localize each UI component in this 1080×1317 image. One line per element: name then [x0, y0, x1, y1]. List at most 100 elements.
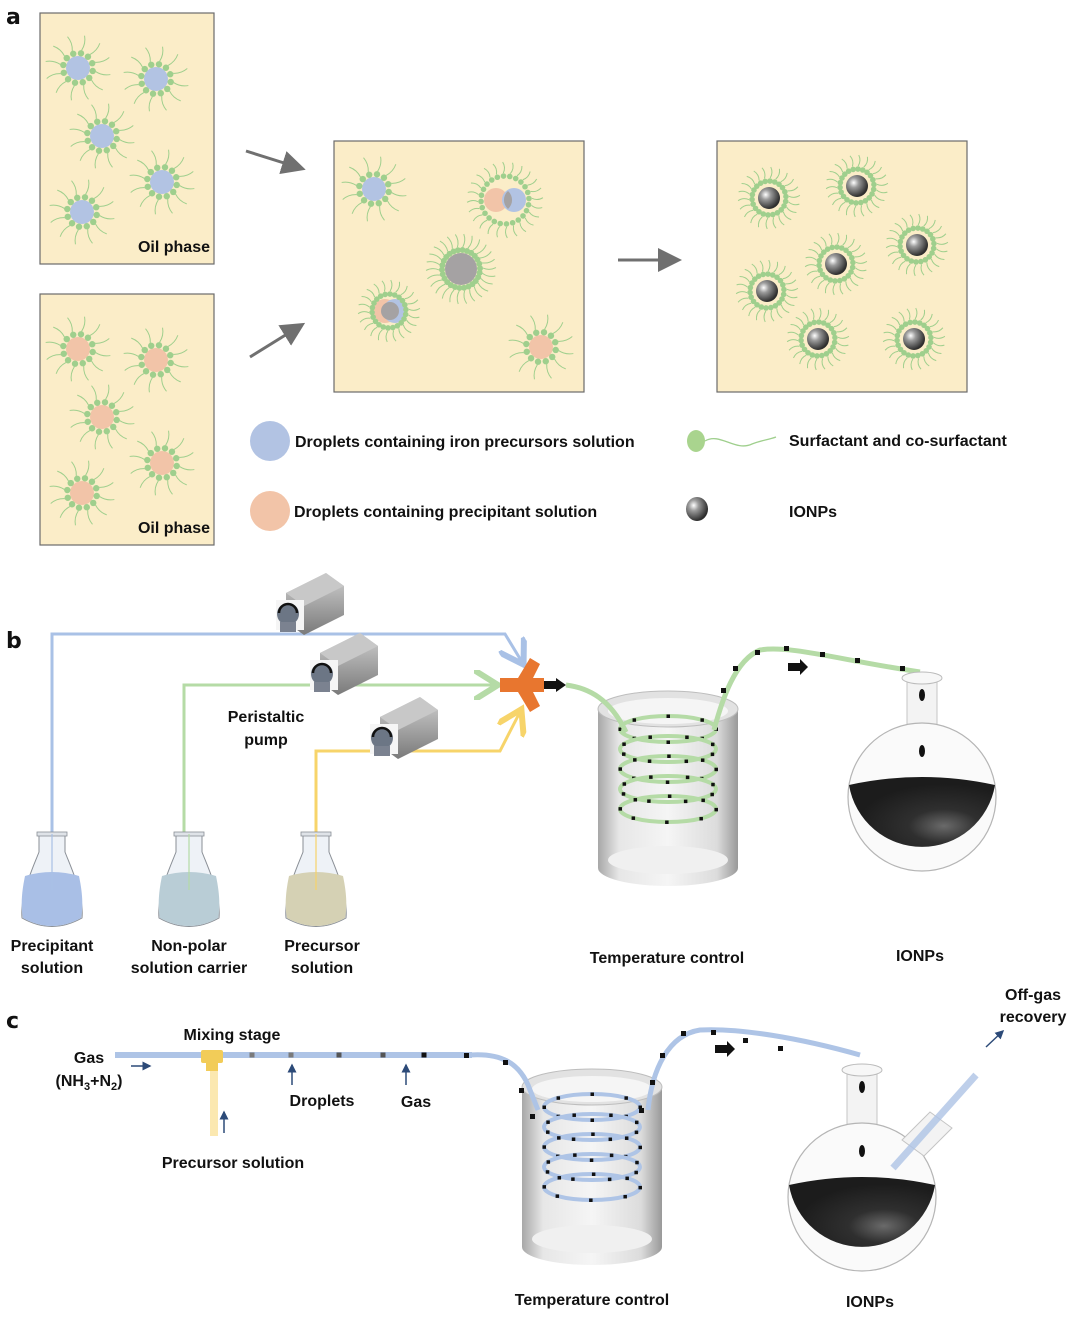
legend-ionps: IONPs — [789, 504, 837, 521]
legend-precipitant-droplet: Droplets containing precipitant solution — [294, 504, 597, 521]
flask-label: Precursor — [284, 938, 360, 955]
droplet-mark — [711, 743, 715, 747]
droplet-mark — [721, 688, 726, 693]
droplet-mark — [546, 1130, 550, 1134]
droplet-mark — [647, 799, 651, 803]
flow-arrow-icon — [715, 1041, 735, 1057]
iron-droplet-icon — [250, 421, 290, 461]
flask-label: Non-polar — [151, 938, 227, 955]
oil-phase-box-iron: Oil phase — [40, 13, 214, 264]
precursor-solution-label: Precursor solution — [162, 1155, 304, 1172]
droplet-mark — [667, 741, 671, 745]
two-neck-flask — [788, 1064, 976, 1271]
gas-tube — [115, 1053, 472, 1058]
ionps-label: IONPs — [846, 1294, 894, 1311]
droplet-mark — [667, 755, 671, 759]
droplet-mark — [572, 1137, 576, 1141]
droplet-mark — [714, 768, 718, 772]
droplet-mark — [711, 753, 715, 757]
droplet-mark — [571, 1177, 575, 1181]
droplet-mark — [422, 1053, 427, 1058]
droplet-mark — [592, 1173, 596, 1177]
droplet-mark — [608, 1178, 612, 1182]
droplet-mark — [784, 646, 789, 651]
panel-letter-c: c — [6, 1009, 19, 1034]
droplet-mark — [591, 1133, 595, 1137]
mixing-stage-label: Mixing stage — [184, 1027, 281, 1044]
mixing-box — [334, 141, 584, 392]
y-connector — [500, 658, 566, 712]
droplet-mark — [622, 742, 626, 746]
droplet-mark — [635, 1161, 639, 1165]
ionp-icon — [686, 497, 708, 521]
droplet-mark — [700, 718, 704, 722]
droplet-mark — [622, 752, 626, 756]
flask-label: solution carrier — [131, 960, 247, 977]
round-bottom-flask — [848, 672, 996, 871]
ionp-box — [717, 141, 967, 392]
droplet-mark — [648, 735, 652, 739]
legend-surfactant: Surfactant and co-surfactant — [789, 433, 1007, 450]
ionp-icon — [807, 328, 829, 350]
droplet-mark — [685, 760, 689, 764]
mixing-stage-tee — [201, 1050, 223, 1136]
ionp-icon — [756, 280, 778, 302]
droplet-mark — [589, 1198, 593, 1202]
ionp-icon — [825, 253, 847, 275]
temperature-control-label: Temperature control — [590, 950, 744, 967]
arrow-icon — [246, 151, 300, 168]
droplet-mark — [743, 1038, 748, 1043]
droplet-mark — [624, 1096, 628, 1100]
droplet-mark — [638, 1186, 642, 1190]
panel-letter-a: a — [6, 5, 21, 30]
droplet-mark — [684, 800, 688, 804]
oil-phase-label: Oil phase — [138, 239, 210, 256]
droplet-mark — [546, 1120, 550, 1124]
legend: Droplets containing iron precursors solu… — [250, 421, 1007, 531]
droplets-label: Droplets — [290, 1093, 355, 1110]
droplet-mark — [573, 1153, 577, 1157]
droplet-mark — [590, 1158, 594, 1162]
droplet-mark — [289, 1053, 294, 1058]
droplet-mark — [623, 1195, 627, 1199]
droplet-mark — [543, 1185, 547, 1189]
droplet-mark — [543, 1106, 547, 1110]
droplet-mark — [519, 1088, 524, 1093]
offgas-label: Off-gas — [1005, 987, 1061, 1004]
droplet-mark — [638, 1146, 642, 1150]
droplet-mark — [685, 736, 689, 740]
erlenmeyer-flask-icon — [286, 832, 347, 927]
droplet-mark — [648, 759, 652, 763]
peristaltic-pump-icon — [276, 573, 344, 635]
droplet-mark — [665, 820, 669, 824]
droplet-mark — [635, 1131, 639, 1135]
droplet-mark — [619, 767, 623, 771]
droplet-mark — [634, 798, 638, 802]
droplet-mark — [714, 808, 718, 812]
droplet-mark — [686, 776, 690, 780]
droplet-mark — [558, 1176, 562, 1180]
offgas-arrow-icon — [986, 1031, 1003, 1047]
droplet-mark — [547, 1160, 551, 1164]
surfactant-icon — [687, 430, 705, 452]
droplet-mark — [623, 782, 627, 786]
droplet-mark — [634, 1171, 638, 1175]
pump-label: pump — [244, 732, 288, 749]
droplet-mark — [900, 666, 905, 671]
droplet-mark — [591, 1093, 595, 1097]
droplet-mark — [633, 718, 637, 722]
droplet-mark — [855, 658, 860, 663]
droplet-mark — [619, 807, 623, 811]
precipitant-droplet-icon — [250, 491, 290, 531]
flask-label: solution — [21, 960, 83, 977]
droplet-mark — [710, 793, 714, 797]
ionp-icon — [906, 234, 928, 256]
droplet-mark — [572, 1113, 576, 1117]
droplet-mark — [711, 1030, 716, 1035]
droplet-mark — [666, 780, 670, 784]
droplet-mark — [660, 1053, 665, 1058]
flow-arrow-icon — [788, 659, 808, 675]
ionp-icon — [758, 187, 780, 209]
droplet-mark — [625, 1136, 629, 1140]
droplet-mark — [635, 1121, 639, 1125]
